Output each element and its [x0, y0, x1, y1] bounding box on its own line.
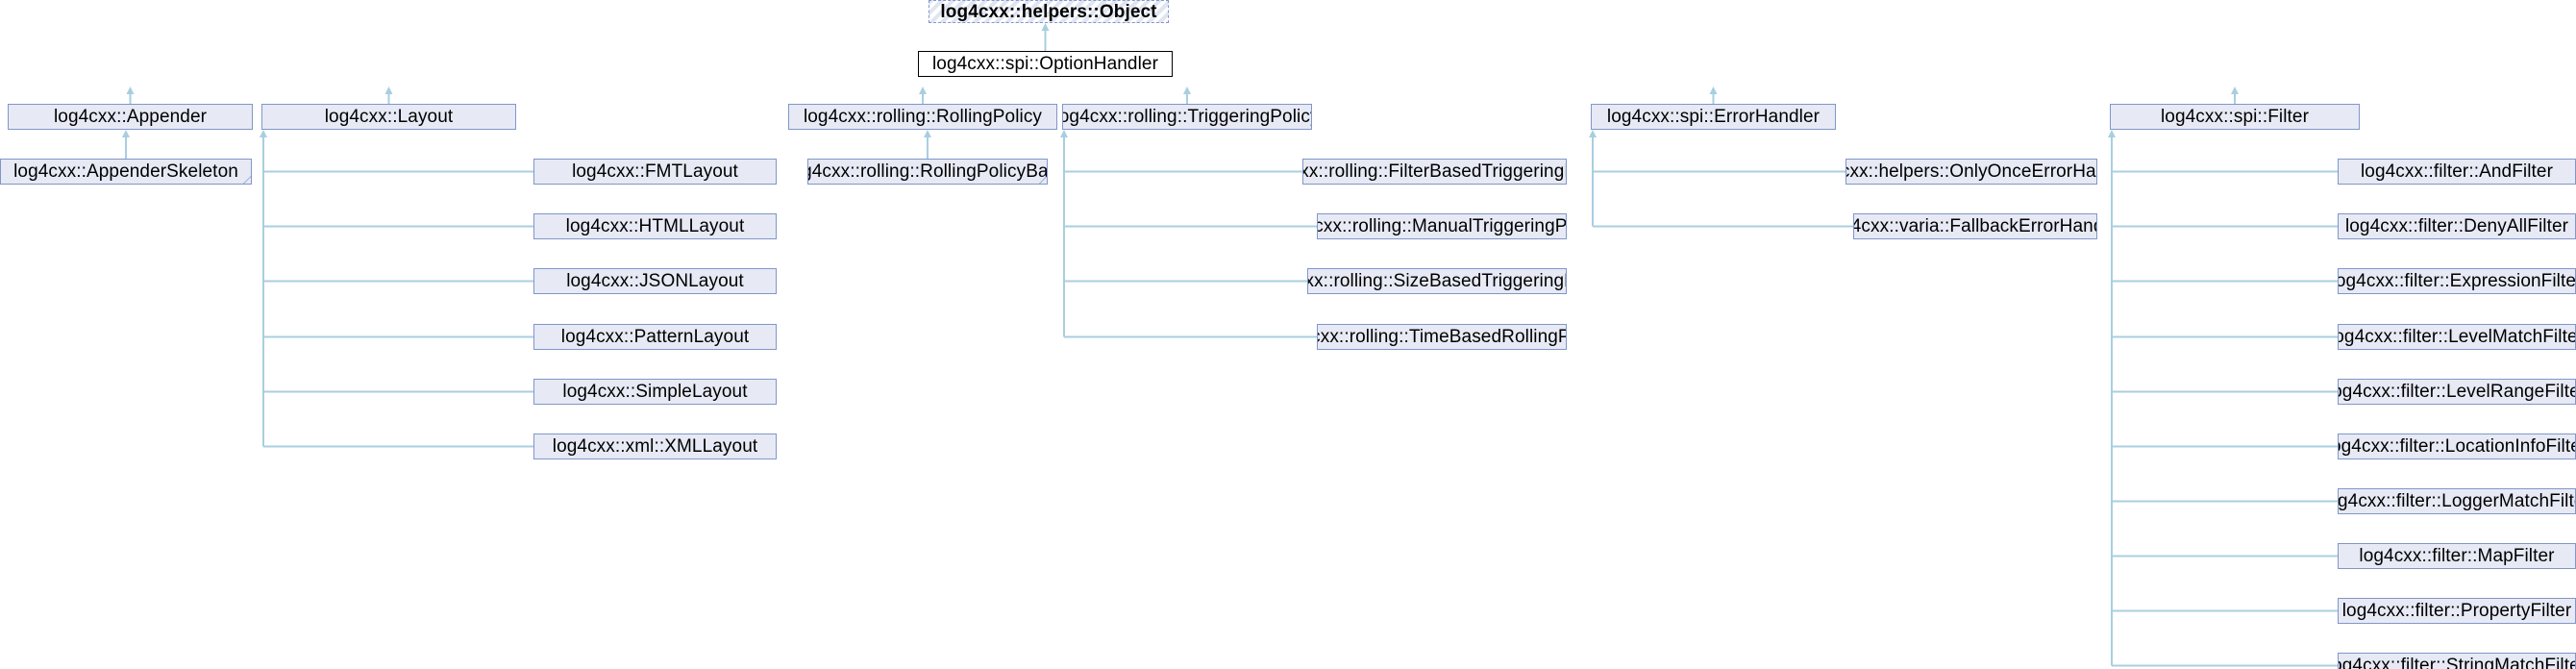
- class-node-htmllayout[interactable]: log4cxx::HTMLLayout: [533, 213, 777, 239]
- class-node-label: log4cxx::xml::XMLLayout: [552, 436, 758, 457]
- class-node-label: log4cxx::filter::LevelMatchFilter: [2338, 327, 2576, 347]
- class-node-levelrangefilter[interactable]: log4cxx::filter::LevelRangeFilter: [2338, 379, 2576, 405]
- class-node-fmtlayout[interactable]: log4cxx::FMTLayout: [533, 159, 777, 185]
- class-node-label: log4cxx::SimpleLayout: [562, 382, 748, 402]
- class-node-appender[interactable]: log4cxx::Appender: [8, 104, 253, 130]
- class-node-label: log4cxx::filter::LevelRangeFilter: [2338, 382, 2576, 402]
- class-node-layout[interactable]: log4cxx::Layout: [261, 104, 516, 130]
- class-node-label: log4cxx::HTMLLayout: [565, 216, 745, 236]
- class-node-label: log4cxx::spi::ErrorHandler: [1606, 107, 1821, 127]
- class-node-rollingpolicy[interactable]: log4cxx::rolling::RollingPolicy: [788, 104, 1057, 130]
- class-node-filterbasedtrigger[interactable]: log4cxx::rolling::FilterBasedTriggeringP…: [1302, 159, 1567, 185]
- class-node-object[interactable]: log4cxx::helpers::Object: [929, 0, 1169, 23]
- class-node-label: log4cxx::filter::ExpressionFilter: [2338, 271, 2576, 291]
- class-node-propertyfilter[interactable]: log4cxx::filter::PropertyFilter: [2338, 598, 2576, 624]
- class-node-label: log4cxx::AppenderSkeleton: [13, 161, 238, 182]
- class-node-appenderskeleton[interactable]: log4cxx::AppenderSkeleton: [0, 159, 252, 185]
- class-node-label: log4cxx::rolling::TimeBasedRollingPolicy: [1318, 327, 1567, 347]
- class-node-label: log4cxx::helpers::Object: [940, 1, 1157, 22]
- class-node-sizebasedtrigger[interactable]: log4cxx::rolling::SizeBasedTriggeringPol…: [1307, 268, 1567, 294]
- class-node-locationinfofilter[interactable]: log4cxx::filter::LocationInfoFilter: [2338, 434, 2576, 459]
- class-node-label: log4cxx::rolling::ManualTriggeringPolicy: [1318, 216, 1567, 236]
- class-node-label: log4cxx::filter::AndFilter: [2360, 161, 2554, 182]
- class-node-label: log4cxx::filter::DenyAllFilter: [2344, 216, 2569, 236]
- class-node-label: log4cxx::filter::LocationInfoFilter: [2338, 436, 2576, 457]
- class-node-label: log4cxx::FMTLayout: [572, 161, 738, 182]
- class-node-rollingpolicybase[interactable]: log4cxx::rolling::RollingPolicyBase: [807, 159, 1048, 185]
- class-node-label: log4cxx::rolling::TriggeringPolicy: [1062, 107, 1312, 127]
- class-node-label: log4cxx::filter::StringMatchFilter: [2338, 656, 2576, 669]
- class-node-timebasedrolling[interactable]: log4cxx::rolling::TimeBasedRollingPolicy: [1317, 324, 1567, 350]
- class-node-triggeringpolicy[interactable]: log4cxx::rolling::TriggeringPolicy: [1062, 104, 1312, 130]
- class-node-simplelayout[interactable]: log4cxx::SimpleLayout: [533, 379, 777, 405]
- class-node-label: log4cxx::rolling::SizeBasedTriggeringPol…: [1307, 271, 1566, 291]
- class-node-label: log4cxx::Layout: [324, 107, 454, 127]
- class-node-label: log4cxx::spi::OptionHandler: [931, 54, 1159, 74]
- class-node-label: log4cxx::helpers::OnlyOnceErrorHandler: [1846, 161, 2096, 182]
- class-node-patternlayout[interactable]: log4cxx::PatternLayout: [533, 324, 777, 350]
- class-node-manualtrigger[interactable]: log4cxx::rolling::ManualTriggeringPolicy: [1317, 213, 1567, 239]
- class-node-label: log4cxx::filter::PropertyFilter: [2341, 601, 2572, 621]
- class-node-label: log4cxx::rolling::FilterBasedTriggeringP…: [1302, 161, 1566, 182]
- class-node-xmllayout[interactable]: log4cxx::xml::XMLLayout: [533, 434, 777, 459]
- class-node-label: log4cxx::rolling::RollingPolicyBase: [808, 161, 1048, 182]
- class-node-label: log4cxx::Appender: [53, 107, 208, 127]
- class-node-label: log4cxx::rolling::RollingPolicy: [803, 107, 1043, 127]
- class-node-expressionfilter[interactable]: log4cxx::filter::ExpressionFilter: [2338, 268, 2576, 294]
- class-node-label: log4cxx::spi::Filter: [2160, 107, 2310, 127]
- class-node-filter[interactable]: log4cxx::spi::Filter: [2110, 104, 2360, 130]
- class-node-label: log4cxx::filter::LoggerMatchFilter: [2338, 491, 2576, 511]
- class-node-errorhandler[interactable]: log4cxx::spi::ErrorHandler: [1591, 104, 1836, 130]
- class-node-onlyonce[interactable]: log4cxx::helpers::OnlyOnceErrorHandler: [1845, 159, 2097, 185]
- class-node-label: log4cxx::varia::FallbackErrorHandler: [1854, 216, 2096, 236]
- class-node-jsonlayout[interactable]: log4cxx::JSONLayout: [533, 268, 777, 294]
- class-node-stringmatchfilter[interactable]: log4cxx::filter::StringMatchFilter: [2338, 653, 2576, 669]
- class-node-denyallfilter[interactable]: log4cxx::filter::DenyAllFilter: [2338, 213, 2576, 239]
- class-node-levelmatchfilter[interactable]: log4cxx::filter::LevelMatchFilter: [2338, 324, 2576, 350]
- class-node-label: log4cxx::JSONLayout: [566, 271, 744, 291]
- class-node-label: log4cxx::PatternLayout: [560, 327, 750, 347]
- class-node-loggermatchfilter[interactable]: log4cxx::filter::LoggerMatchFilter: [2338, 488, 2576, 514]
- class-node-mapfilter[interactable]: log4cxx::filter::MapFilter: [2338, 543, 2576, 569]
- class-node-fallback[interactable]: log4cxx::varia::FallbackErrorHandler: [1853, 213, 2097, 239]
- class-node-optionhandler[interactable]: log4cxx::spi::OptionHandler: [918, 51, 1173, 77]
- class-node-label: log4cxx::filter::MapFilter: [2359, 546, 2555, 566]
- class-node-andfilter[interactable]: log4cxx::filter::AndFilter: [2338, 159, 2576, 185]
